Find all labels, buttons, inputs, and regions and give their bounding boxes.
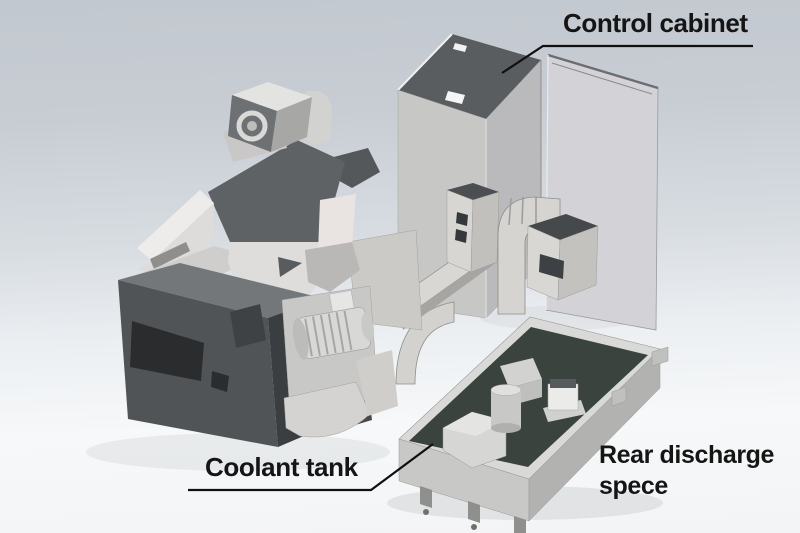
leader-lines <box>188 44 753 492</box>
machine-unit <box>118 82 423 447</box>
tank-pump-unit <box>543 379 586 422</box>
label-rear-discharge-line2: spece <box>599 472 668 500</box>
left-cover-wedge <box>137 190 214 284</box>
chute-opening <box>539 254 564 279</box>
base-side-box <box>230 304 266 348</box>
conveyor-head-column <box>446 183 500 273</box>
head-window-bottom <box>455 229 467 243</box>
leader-coolant-tank <box>188 443 434 492</box>
cabinet-top-face <box>398 34 541 119</box>
head-window-top <box>456 212 468 226</box>
tank-feet <box>420 486 526 533</box>
discharge-chute-box <box>526 214 599 301</box>
machine-cover-dark <box>208 140 345 242</box>
cabinet-vent-large <box>445 91 465 104</box>
conveyor-ramp-edge <box>401 252 497 330</box>
leader-control-cabinet <box>501 44 753 74</box>
base-small-hole <box>211 371 229 392</box>
right-panel <box>318 194 356 252</box>
label-coolant-tank: Coolant tank <box>205 452 358 482</box>
conveyor-lower-curve <box>395 301 455 385</box>
tank-baffle <box>442 411 507 469</box>
label-rear-discharge-line1: Rear discharge <box>599 441 775 469</box>
label-control-cabinet: Control cabinet <box>563 8 748 38</box>
tank-cylinder <box>490 384 522 433</box>
coolant-tank <box>398 316 669 533</box>
label-rear-discharge: Rear discharge spece <box>599 440 774 502</box>
machine-arm-dark <box>330 148 380 188</box>
spindle-motor <box>223 82 332 162</box>
base-recess-panel <box>130 321 204 381</box>
motor-ring <box>236 110 268 142</box>
cabinet-vent-small <box>453 43 467 52</box>
coolant-pump-motor <box>281 285 398 438</box>
deck-notch <box>278 257 302 277</box>
